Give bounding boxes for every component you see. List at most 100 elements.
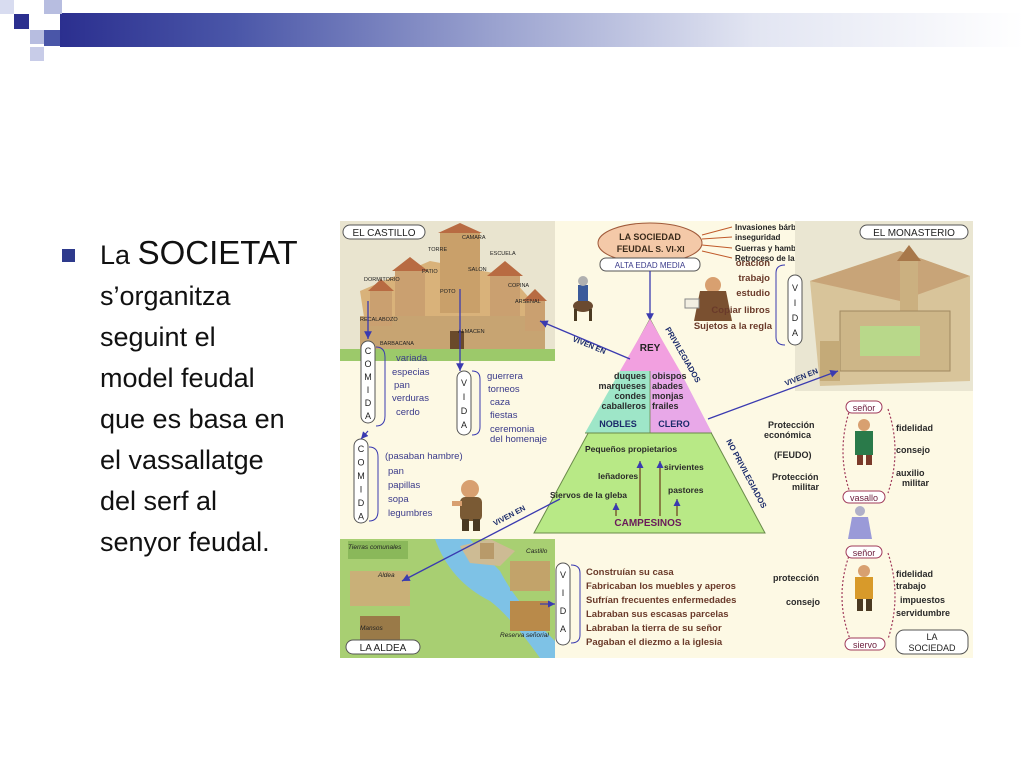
- sociedad-causes: Invasiones bárbaras inseguridad Guerras …: [701, 223, 824, 263]
- deco-square: [30, 30, 44, 44]
- comida-item: sopa: [388, 494, 409, 505]
- vertical-letter: I: [360, 485, 363, 495]
- vertical-letter: A: [792, 328, 798, 338]
- peasant-type: sirvientes: [664, 462, 704, 472]
- vasallaje-obligation: militar: [902, 478, 930, 488]
- noble-title: marqueses: [598, 381, 646, 391]
- castle-part: CAMARA: [462, 235, 486, 241]
- comida-item: (pasaban hambre): [385, 451, 463, 462]
- vasallaje-obligation: (FEUDO): [774, 450, 812, 460]
- comida-item: verduras: [392, 393, 429, 404]
- vasallaje-obligation: fidelidad: [896, 423, 933, 433]
- la-sociedad-line: LA: [926, 632, 937, 642]
- clero-title: obispos: [652, 371, 687, 381]
- knight-figure: [573, 276, 593, 321]
- clero-title: frailes: [652, 401, 679, 411]
- vida-item: Copiar libros: [711, 305, 770, 316]
- cause-item: Invasiones bárbaras: [735, 223, 813, 232]
- castle-part: DORMITORIO: [364, 277, 400, 283]
- vida-item: Fabricaban los muebles y aperos: [586, 581, 736, 592]
- vertical-letter: I: [367, 385, 370, 395]
- aldea-illustration: [340, 539, 555, 658]
- vertical-letter: D: [461, 406, 468, 416]
- servidumbre-senor: señor: [853, 548, 876, 558]
- vida-item: trabajo: [738, 273, 770, 284]
- vida-item: del homenaje: [490, 434, 547, 445]
- servidumbre-obligation: servidumbre: [896, 608, 950, 618]
- vertical-letter: O: [357, 458, 364, 468]
- castillo-title: EL CASTILLO: [353, 228, 416, 239]
- la-sociedad-line: SOCIEDAD: [908, 643, 956, 653]
- vida-item: caza: [490, 397, 511, 408]
- bullet-line: senyor feudal.: [100, 527, 270, 557]
- vida-item: Sufrían frecuentes enfermedades: [586, 595, 736, 606]
- cause-item: Retroceso de la cultura: [735, 254, 824, 263]
- aldea-label: Tierras comunales: [348, 544, 402, 551]
- vida-item: guerrera: [487, 371, 524, 382]
- clero-title: abades: [652, 381, 683, 391]
- vertical-letter: D: [358, 498, 365, 508]
- vasallaje-obligation: militar: [792, 482, 820, 492]
- vertical-letter: C: [365, 346, 372, 356]
- vertical-letter: A: [560, 624, 566, 634]
- vertical-letter: A: [358, 512, 364, 522]
- lord-figure: [855, 419, 873, 465]
- vasallaje-obligation: Protección: [768, 420, 815, 430]
- castle-part: PATIO: [422, 269, 438, 275]
- castle-part: RECALABOZO: [360, 317, 398, 323]
- vasallaje-right: fidelidad consejo auxilio militar: [896, 423, 933, 488]
- comida-item: cerdo: [396, 407, 420, 418]
- aldea-label: Reserva señorial: [500, 632, 549, 639]
- bullet-line: que es basa en: [100, 404, 285, 434]
- vertical-letter: D: [365, 398, 372, 408]
- vertical-letter: V: [560, 570, 566, 580]
- deco-square: [30, 47, 44, 61]
- castle-part: BARBACANA: [380, 341, 414, 347]
- bullet-highlight: SOCIETAT: [137, 234, 298, 271]
- bullet-marker: [62, 249, 75, 262]
- monasterio-vida: oración trabajo estudio Copiar libros Su…: [694, 258, 803, 346]
- castillo-label: EL CASTILLO: [342, 224, 426, 240]
- vertical-letter: M: [364, 372, 372, 382]
- peasant-type: pastores: [668, 485, 704, 495]
- comida-item: legumbres: [388, 508, 433, 519]
- vida-item: Labraban la tierra de su señor: [586, 623, 722, 634]
- peasant-type: leñadores: [598, 471, 638, 481]
- sociedad-period: S. VI-XI: [655, 244, 684, 254]
- servidumbre-panel: señor siervo: [841, 545, 896, 651]
- bullet-line: del serf al: [100, 486, 218, 516]
- castillo-parts: CAMARA TORRE ESCUELA PATIO SALON COPINA …: [360, 235, 541, 347]
- noble-title: condes: [614, 391, 646, 401]
- aldea-label-box: LA ALDEA: [345, 639, 421, 655]
- castle-part: ALMACEN: [458, 329, 485, 335]
- servidumbre-obligation: impuestos: [900, 595, 945, 605]
- aldea-label: Aldea: [377, 572, 395, 579]
- sociedad-title: LA SOCIEDAD FEUDAL S. VI-XI ALTA EDAD ME…: [597, 222, 703, 272]
- la-sociedad-label: LA SOCIEDAD: [895, 629, 969, 655]
- peasant-type: Siervos de la gleba: [550, 490, 627, 500]
- noble-title: caballeros: [601, 401, 646, 411]
- bullet-line: model feudal: [100, 363, 255, 393]
- castle-part: POTO: [440, 289, 456, 295]
- vassal-figure: [848, 506, 872, 539]
- aldea-label: Castillo: [526, 548, 548, 555]
- pyramid-nobles: NOBLES: [599, 419, 637, 429]
- bullet-line: seguint el: [100, 322, 216, 352]
- vida-item: oración: [736, 258, 771, 269]
- deco-square: [0, 0, 14, 14]
- castle-part: TORRE: [428, 247, 447, 253]
- vasallaje-left: Protección económica (FEUDO) Protección …: [764, 420, 820, 492]
- monasterio-title: EL MONASTERIO: [873, 228, 955, 239]
- monasterio-label: EL MONASTERIO: [859, 224, 969, 240]
- monasterio-illustration: [795, 221, 973, 391]
- servidumbre-right: fidelidad trabajo impuestos servidumbre: [896, 569, 950, 618]
- vertical-letter: A: [461, 420, 467, 430]
- castle-part: SALON: [468, 267, 487, 273]
- pyramid-clero: CLERO: [658, 419, 690, 429]
- vida-item: estudio: [736, 288, 770, 299]
- deco-square: [14, 14, 29, 29]
- vasallaje-vasallo: vasallo: [850, 493, 878, 503]
- deco-square: [44, 30, 60, 46]
- servidumbre-left: protección consejo: [773, 573, 821, 607]
